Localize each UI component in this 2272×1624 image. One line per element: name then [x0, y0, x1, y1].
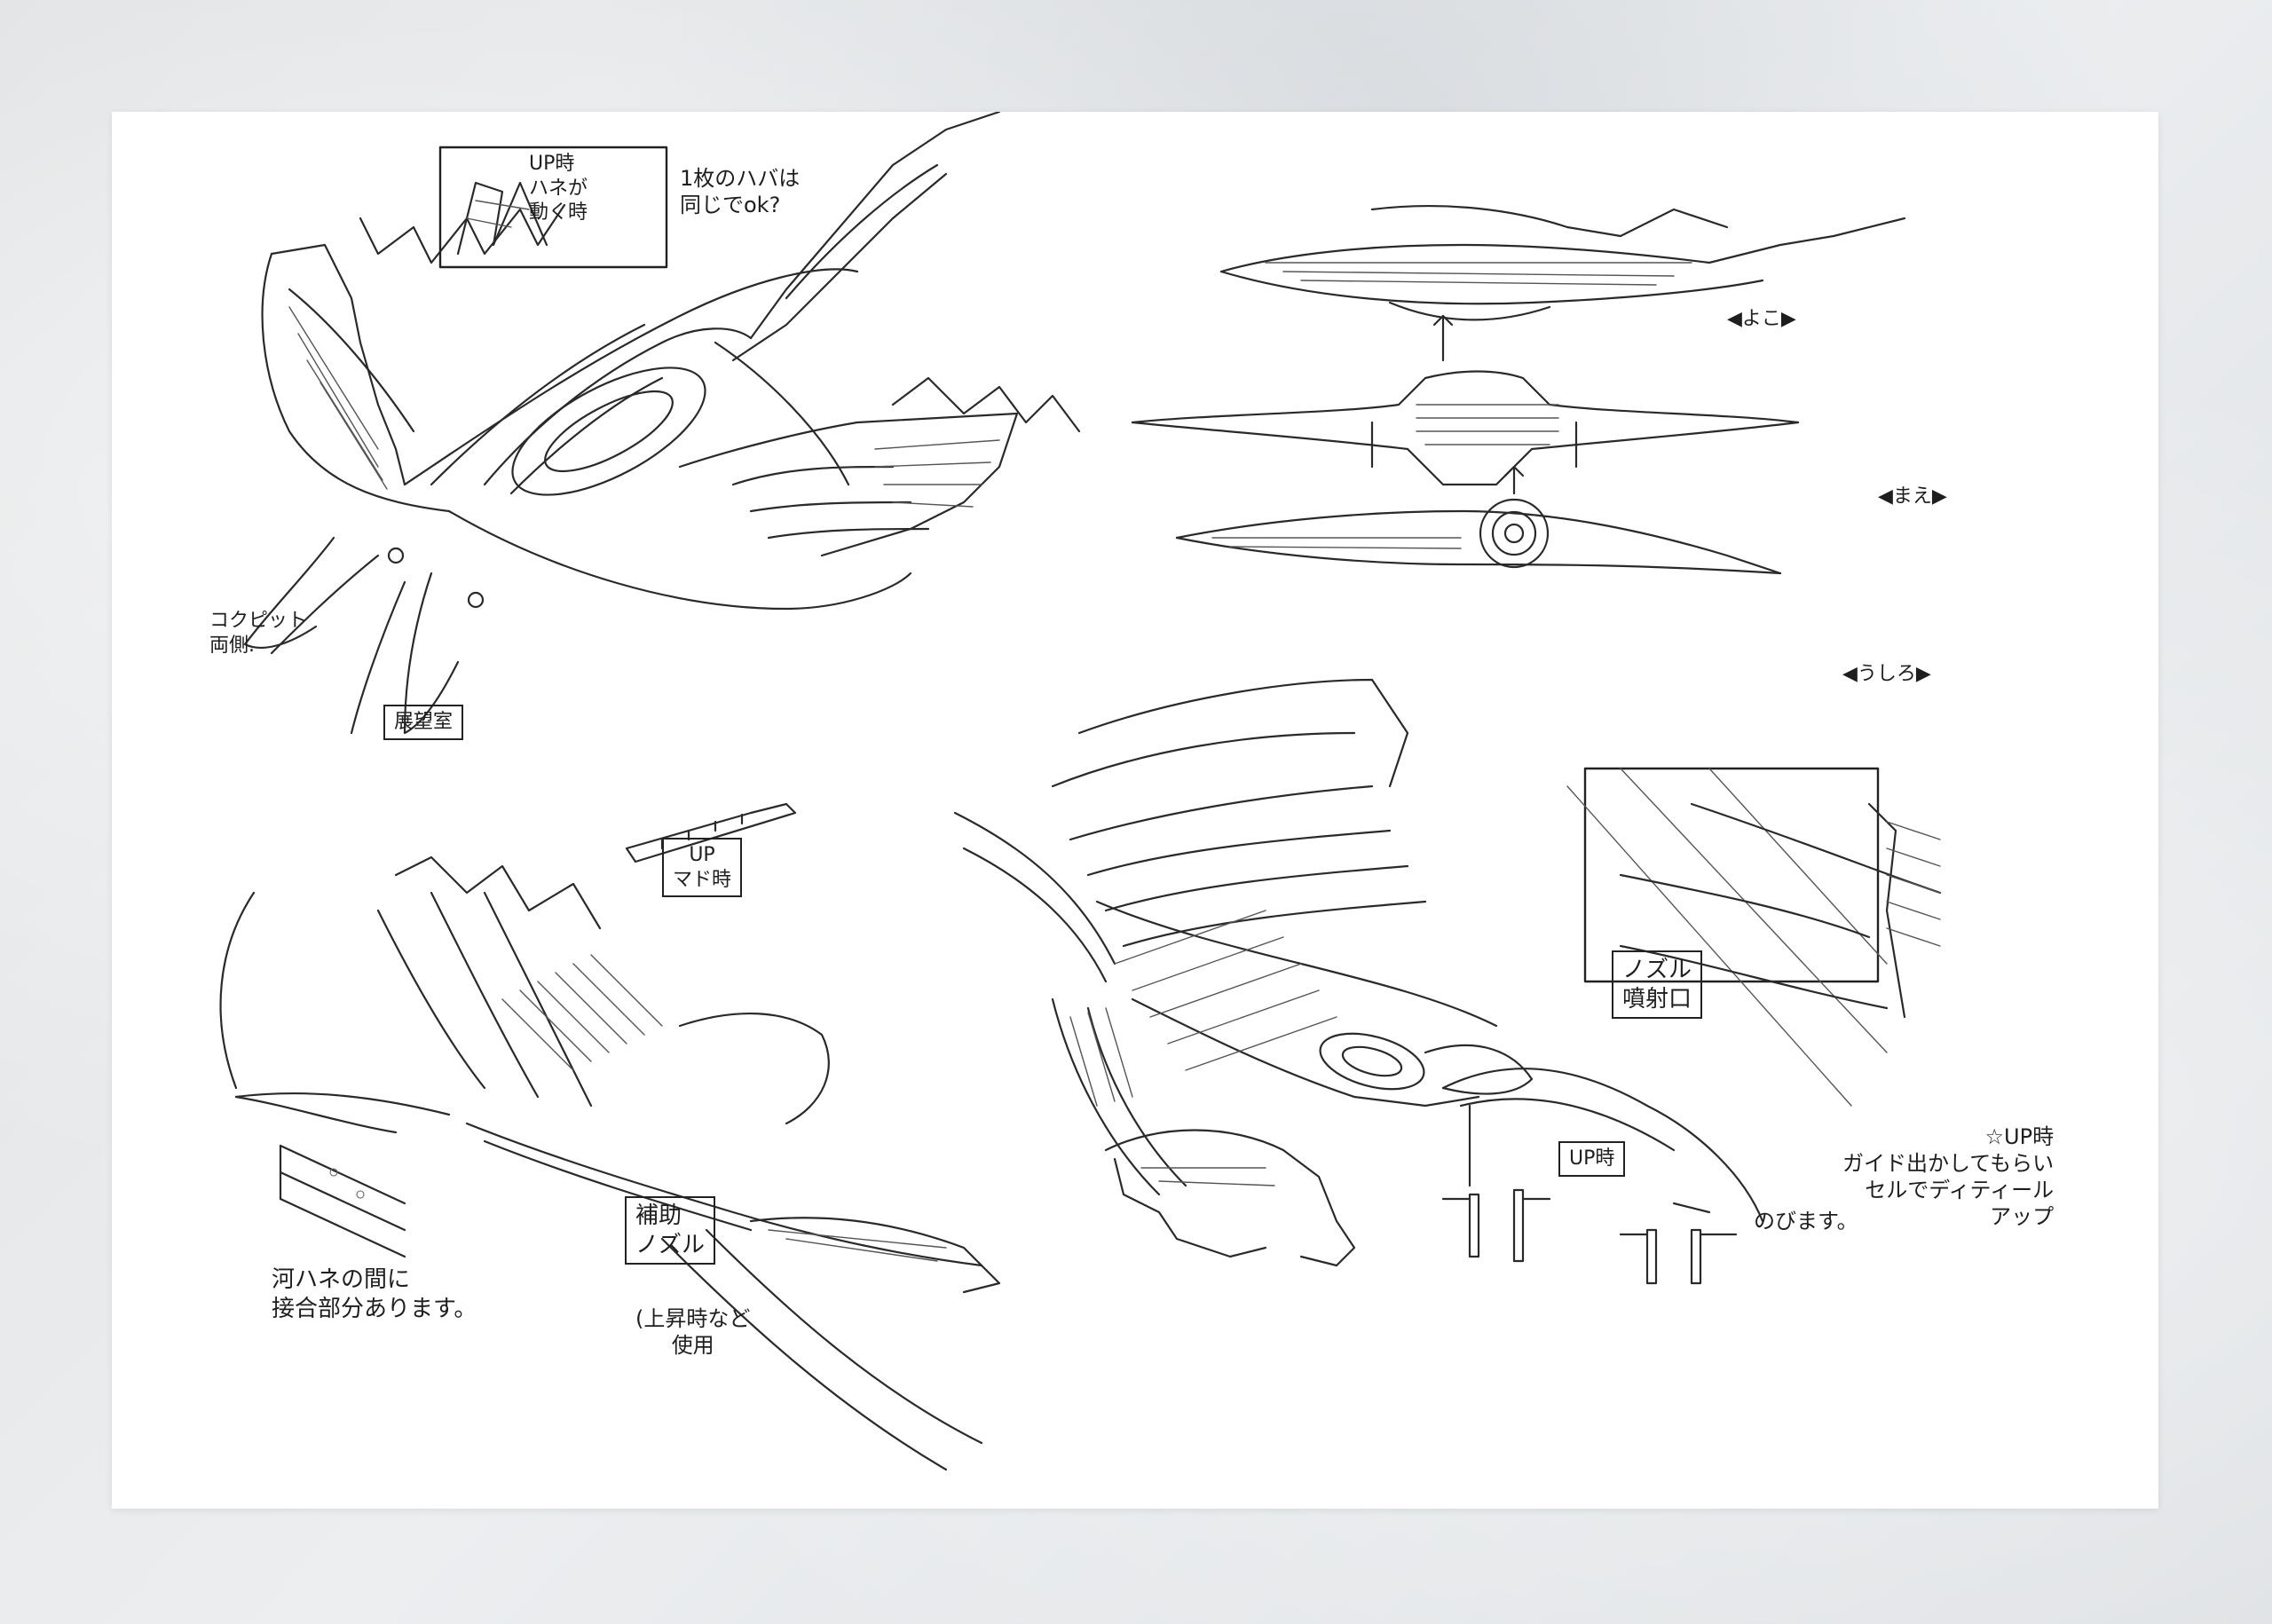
- extend-detail-sketch: [1441, 1104, 1738, 1285]
- front-view-drawing: [1131, 314, 1800, 486]
- guide-box-drawing: [1566, 767, 1942, 1107]
- observation-room-label: 展望室: [383, 705, 464, 740]
- up-box-sketch: [438, 146, 668, 269]
- nozzle-label: ノズル 噴射口: [1612, 950, 1703, 1019]
- design-sketch-drawing: [219, 112, 1942, 1471]
- center-ship-drawing: [953, 678, 1764, 1223]
- all-wings-same-note: 1枚のハバは 同じでok?: [680, 166, 801, 217]
- main-ship-drawing: [243, 112, 1081, 735]
- up-small-label: UP時: [1558, 1141, 1626, 1177]
- side-view-drawing: [1219, 204, 1906, 321]
- joint-detail-drawing: [279, 1144, 406, 1258]
- extend-note: のびます。: [1754, 1209, 1858, 1234]
- cockpit-note: コクピット 両側.: [209, 610, 308, 657]
- back-view-drawing: [1175, 465, 1782, 575]
- aux-nozzle-label: 補助 ノズル: [625, 1196, 716, 1265]
- front-view-label: ◀まえ▶: [1878, 485, 1947, 508]
- rising-use-note: (上昇時など 使用: [635, 1306, 751, 1358]
- window-up-label: UP マド時: [662, 838, 743, 897]
- sketch-sheet: UP時 ハネが 動く時 1枚のハバは 同じでok? コクピット 両側. 展望室 …: [112, 112, 2158, 1509]
- up-guide-note: ☆UP時 ガイド出かしてもらい セルでディティール アップ: [1842, 1124, 2055, 1229]
- up-wing-note: UP時 ハネが 動く時: [529, 153, 588, 224]
- back-view-label: ◀うしろ▶: [1842, 663, 1931, 685]
- side-view-label: ◀よこ▶: [1727, 308, 1796, 330]
- small-feather-sketch: [1104, 1129, 1356, 1267]
- lower-left-ship-drawing: [219, 855, 1001, 1471]
- joint-note: 河ハネの間に 接合部分あります。: [272, 1266, 477, 1322]
